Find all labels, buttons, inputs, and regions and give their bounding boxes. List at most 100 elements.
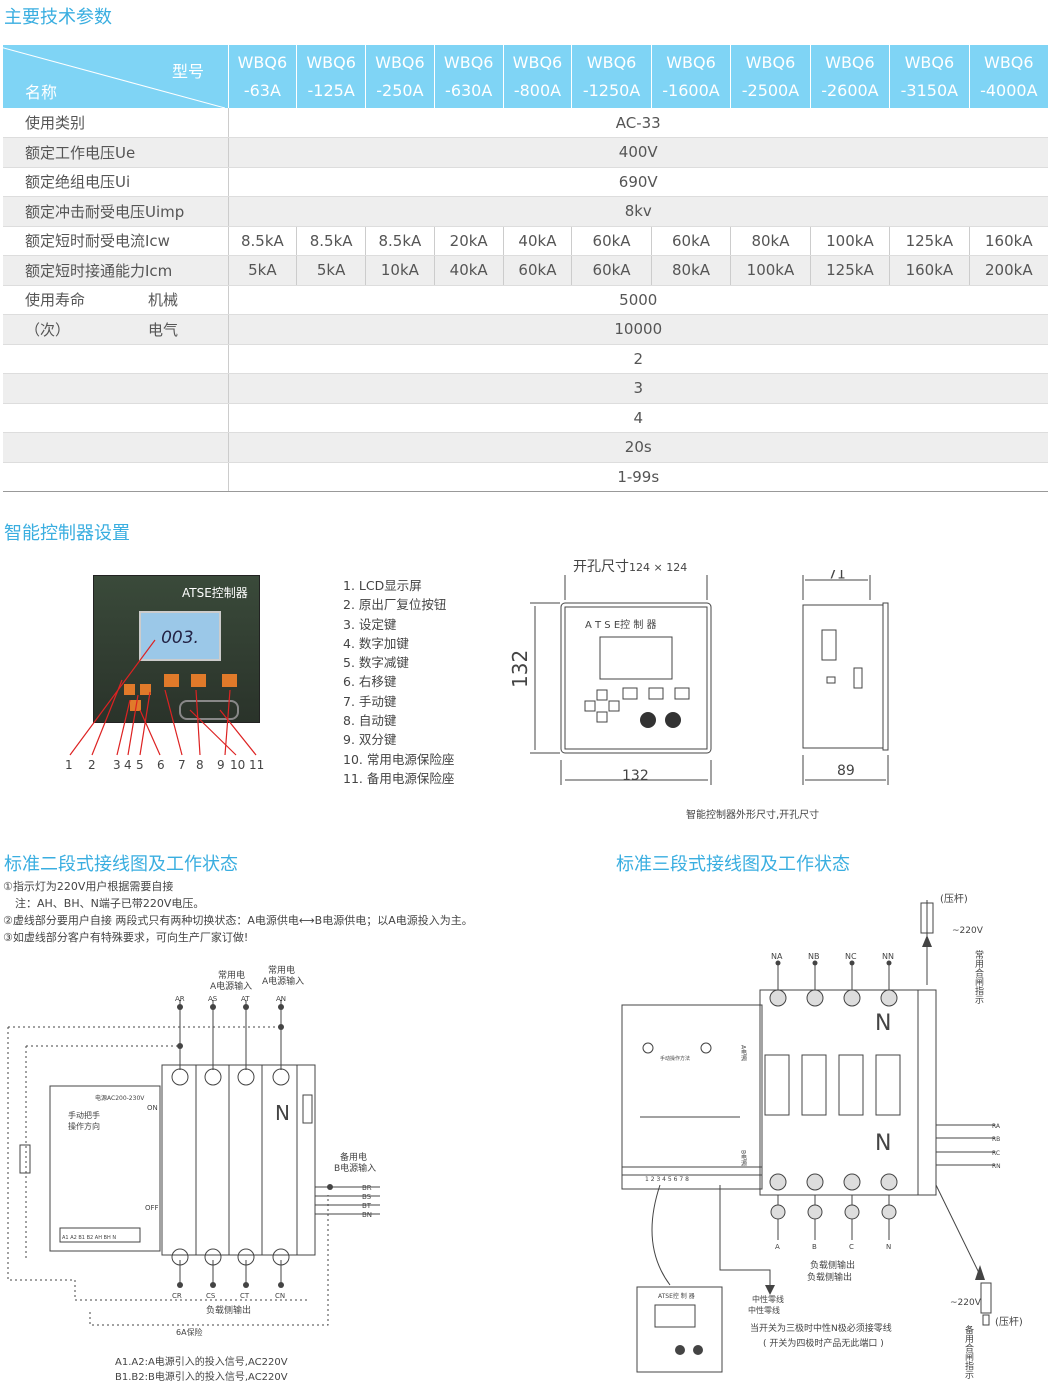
model-series: WBQ6 <box>904 52 955 72</box>
table-row: 4 <box>3 403 1048 433</box>
model-header: WBQ6-63A <box>227 45 297 108</box>
button[interactable] <box>124 684 135 695</box>
manual-method: 手动操作方法 <box>660 1055 690 1062</box>
callout-number: 6 <box>157 758 165 772</box>
cell-value: 690V <box>227 167 1048 197</box>
row-name: 使用类别 <box>3 108 228 138</box>
cell-value: 3 <box>227 373 1048 404</box>
term-nn: NN <box>882 952 894 961</box>
legend-item: 11. 备用电源保险座 <box>343 770 455 786</box>
model-header: WBQ6-2500A <box>730 45 811 108</box>
model-rating: -630A <box>445 80 493 100</box>
table-row: 1-99s <box>3 462 1048 492</box>
term-rb: RB <box>992 1136 1000 1143</box>
off-label: OFF <box>145 1204 159 1212</box>
term-ra: RA <box>992 1123 1001 1130</box>
term-cr: CR <box>172 1292 182 1300</box>
row-name <box>3 432 228 463</box>
model-header: WBQ6-1600A <box>650 45 731 108</box>
term-ar: AR <box>175 995 185 1003</box>
model-series: WBQ6 <box>825 52 875 72</box>
term-as: AS <box>208 995 218 1003</box>
neutral-label-2: 中性零线 <box>748 1305 780 1315</box>
four-pole-note: ( 开关为四极时产品无此端口 ) <box>763 1337 884 1349</box>
term-na: NA <box>771 952 783 961</box>
model-rating: -800A <box>513 80 562 100</box>
model-header: WBQ6-800A <box>502 45 572 108</box>
note: ②虚线部分要用户自接 两段式只有两种切换状态：A电源供电⟷B电源供电；以A电源投… <box>3 914 473 927</box>
cutout-text: 开孔尺寸 <box>573 559 629 575</box>
dim-depth-bottom: 89 <box>837 763 855 779</box>
row-sub-text: 机械 <box>148 291 179 310</box>
b-input-line: B电源输入 <box>334 1162 376 1174</box>
legend-item: 9. 双分键 <box>343 732 397 748</box>
term-b: B <box>812 1243 817 1251</box>
section-title-two-stage: 标准二段式接线图及工作状态 <box>4 854 238 875</box>
cutout-label: 开孔尺寸124 × 124 <box>573 556 687 576</box>
row-name-text: （次） <box>25 320 71 339</box>
legend-item: 10. 常用电源保险座 <box>343 751 455 767</box>
a-source-label: A电源 <box>740 1045 747 1062</box>
term-c: C <box>849 1243 854 1251</box>
callout-number: 5 <box>136 758 144 772</box>
term-a: A <box>775 1243 780 1251</box>
fuse-holders <box>179 700 239 720</box>
row-name: 额定短时耐受电流Icw <box>3 226 228 256</box>
legend-item: 2. 原出厂复位按钮 <box>343 597 447 613</box>
n-pole: N <box>275 1101 290 1125</box>
cell-value: 80kA <box>650 255 731 286</box>
table-row: 2 <box>3 344 1048 374</box>
button[interactable] <box>222 674 237 687</box>
cell-value: 10kA <box>365 255 435 286</box>
cell-value: 5kA <box>296 255 366 286</box>
dim-height: 132 <box>508 650 532 688</box>
model-rating: -1250A <box>582 80 641 100</box>
legend-item: 7. 手动键 <box>343 693 397 709</box>
row-name-text: 额定短时耐受电流Icw <box>25 232 170 251</box>
a-input-line: A电源输入 <box>262 975 304 987</box>
term-bs: BS <box>362 1193 372 1201</box>
section-title-params: 主要技术参数 <box>4 7 112 28</box>
button[interactable] <box>164 674 179 687</box>
row-name-text: 额定冲击耐受电压Uimp <box>25 202 185 221</box>
corner-header <box>3 45 228 108</box>
model-series: WBQ6 <box>375 52 425 72</box>
controller-title: ATSE控 制 器 <box>658 1292 695 1300</box>
row-name-text: 额定工作电压Ue <box>25 143 136 162</box>
header-diagonal: 型号 名称 <box>0 46 225 108</box>
handle-line: 手动把手 <box>68 1110 100 1120</box>
model-rating: -63A <box>243 80 281 100</box>
load-output-label: 负载侧输出 <box>206 1304 251 1316</box>
button[interactable] <box>140 684 151 695</box>
button[interactable] <box>191 674 206 687</box>
model-rating: -2500A <box>741 80 800 100</box>
voltage-bottom: ~220V <box>950 1298 982 1308</box>
n-pole-top: N <box>875 1011 891 1036</box>
model-header: WBQ6-3150A <box>889 45 970 108</box>
cell-value: 125kA <box>809 255 890 286</box>
backup-close-indicator: 备用合闸指示 <box>963 1324 974 1379</box>
section-title-three-stage: 标准三段式接线图及工作状态 <box>616 854 850 875</box>
corner-name: 名称 <box>25 83 57 102</box>
fuse-label: 6A保险 <box>176 1327 203 1337</box>
supply-label: 电源AC200-230V <box>95 1094 145 1102</box>
row-name <box>3 373 228 404</box>
callout-number: 4 <box>124 758 132 772</box>
callout-lines <box>69 639 257 756</box>
cell-value: 100kA <box>730 255 811 286</box>
a-input-line: 常用电 <box>218 969 245 981</box>
callout-number: 3 <box>113 758 121 772</box>
button[interactable] <box>130 700 141 711</box>
terminal-strip: 1 2 3 4 5 6 7 8 <box>645 1176 689 1183</box>
model-series: WBQ6 <box>984 52 1034 72</box>
term-bn: BN <box>362 1211 372 1219</box>
model-header: WBQ6-1250A <box>571 45 652 108</box>
callout-number: 10 <box>230 758 246 772</box>
cell-value: 60kA <box>571 226 652 256</box>
a-input-line: 常用电 <box>268 964 295 976</box>
panel-title: ATSE控制器 <box>182 586 248 600</box>
cell-value: 60kA <box>571 255 652 286</box>
